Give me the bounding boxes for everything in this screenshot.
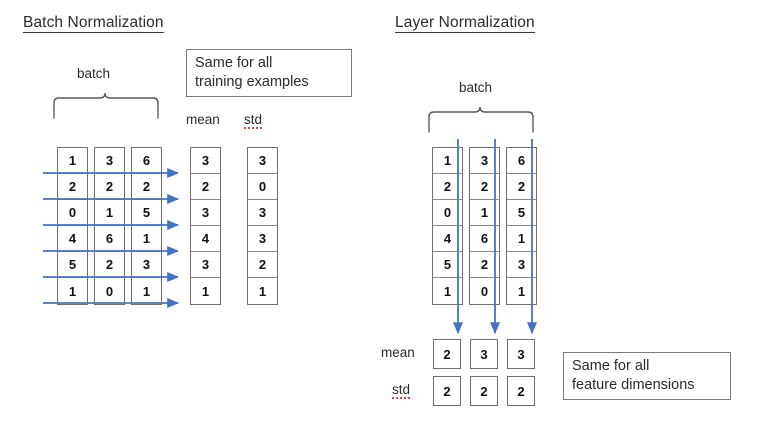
std-cell: 3 (248, 200, 277, 226)
matrix-cell: 6 (507, 148, 536, 174)
matrix-cell: 2 (470, 174, 499, 200)
matrix-cell: 1 (58, 278, 87, 304)
std-cell: 2 (248, 252, 277, 278)
batch-norm-callout: Same for all training examples (186, 49, 352, 97)
batch-norm-std-column: 3 0 3 3 2 1 (247, 147, 278, 305)
matrix-cell: 0 (95, 278, 124, 304)
matrix-cell: 2 (470, 252, 499, 278)
matrix-cell: 2 (95, 174, 124, 200)
layer-norm-mean-cell: 3 (507, 339, 535, 369)
layer-norm-std-cell: 2 (433, 376, 461, 406)
std-cell: 1 (248, 278, 277, 304)
layer-norm-title: Layer Normalization (395, 14, 535, 33)
layer-norm-mean-label: mean (381, 345, 415, 360)
matrix-cell: 3 (132, 252, 161, 278)
mean-cell: 3 (191, 200, 220, 226)
matrix-cell: 1 (132, 226, 161, 252)
matrix-cell: 1 (58, 148, 87, 174)
matrix-cell: 2 (507, 174, 536, 200)
layer-norm-std-cell: 2 (507, 376, 535, 406)
matrix-cell: 1 (470, 200, 499, 226)
batch-norm-matrix-column: 6 2 5 1 3 1 (131, 147, 162, 305)
layer-norm-callout: Same for all feature dimensions (563, 352, 731, 400)
layer-norm-mean-cell: 3 (470, 339, 498, 369)
matrix-cell: 1 (95, 200, 124, 226)
matrix-cell: 1 (507, 278, 536, 304)
matrix-cell: 6 (95, 226, 124, 252)
matrix-cell: 0 (470, 278, 499, 304)
matrix-cell: 1 (132, 278, 161, 304)
layer-norm-std-label: std (392, 382, 411, 399)
mean-cell: 2 (191, 174, 220, 200)
matrix-cell: 6 (132, 148, 161, 174)
matrix-cell: 5 (507, 200, 536, 226)
batch-norm-matrix-column: 1 2 0 4 5 1 (57, 147, 88, 305)
layer-norm-mean-cell: 2 (433, 339, 461, 369)
std-cell: 0 (248, 174, 277, 200)
matrix-cell: 1 (507, 226, 536, 252)
matrix-cell: 3 (470, 148, 499, 174)
layer-norm-matrix-column: 1 2 0 4 5 1 (432, 147, 463, 305)
matrix-cell: 2 (95, 252, 124, 278)
matrix-cell: 3 (507, 252, 536, 278)
batch-norm-mean-header: mean (186, 112, 220, 127)
matrix-cell: 2 (58, 174, 87, 200)
mean-cell: 3 (191, 148, 220, 174)
mean-cell: 4 (191, 226, 220, 252)
matrix-cell: 5 (132, 200, 161, 226)
mean-cell: 1 (191, 278, 220, 304)
matrix-cell: 1 (433, 278, 462, 304)
layer-norm-std-cell: 2 (470, 376, 498, 406)
matrix-cell: 0 (58, 200, 87, 226)
layer-norm-batch-label: batch (459, 80, 493, 95)
matrix-cell: 2 (132, 174, 161, 200)
batch-norm-matrix-column: 3 2 1 6 2 0 (94, 147, 125, 305)
batch-norm-std-header: std (244, 112, 263, 129)
batch-norm-mean-column: 3 2 3 4 3 1 (190, 147, 221, 305)
std-cell: 3 (248, 148, 277, 174)
layer-norm-title-text: Layer Normalization (395, 14, 535, 33)
matrix-cell: 5 (433, 252, 462, 278)
matrix-cell: 4 (433, 226, 462, 252)
matrix-cell: 2 (433, 174, 462, 200)
matrix-cell: 0 (433, 200, 462, 226)
batch-norm-brace-icon (53, 92, 159, 119)
batch-norm-title: Batch Normalization (23, 14, 164, 33)
layer-norm-matrix-column: 3 2 1 6 2 0 (469, 147, 500, 305)
matrix-cell: 1 (433, 148, 462, 174)
batch-norm-title-text: Batch Normalization (23, 14, 164, 33)
matrix-cell: 6 (470, 226, 499, 252)
matrix-cell: 5 (58, 252, 87, 278)
layer-norm-matrix-column: 6 2 5 1 3 1 (506, 147, 537, 305)
std-cell: 3 (248, 226, 277, 252)
mean-cell: 3 (191, 252, 220, 278)
batch-norm-batch-label: batch (77, 66, 111, 81)
layer-norm-brace-icon (428, 106, 534, 133)
matrix-cell: 4 (58, 226, 87, 252)
matrix-cell: 3 (95, 148, 124, 174)
